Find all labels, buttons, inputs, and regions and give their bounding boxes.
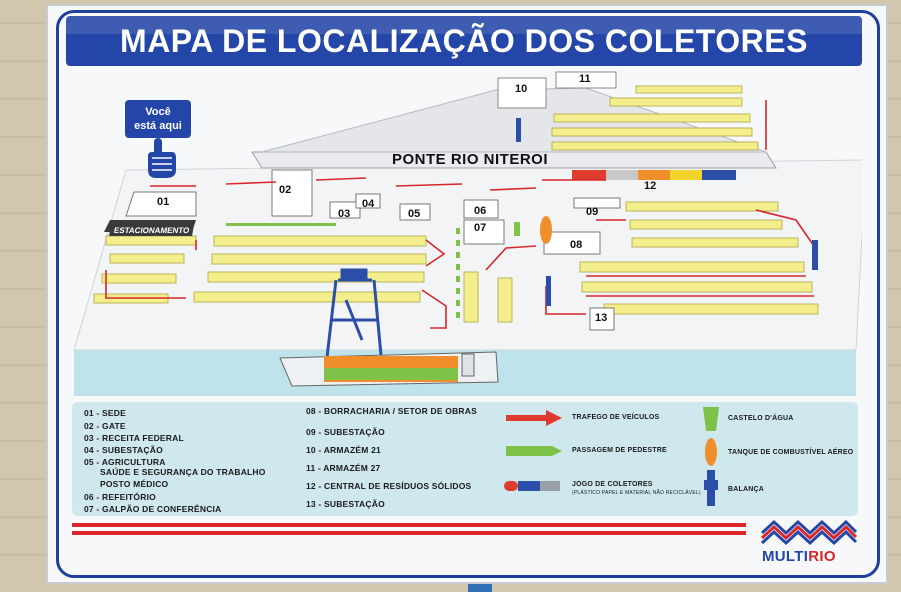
building-number-01: 01 [157,196,170,208]
legend-item: SAÚDE E SEGURANÇA DO TRABALHO [100,467,266,477]
sign-frame [56,10,880,578]
red-arrow-icon [506,410,562,426]
ship-crane [324,268,384,367]
legend-item: 09 - SUBESTAÇÃO [306,427,385,437]
legend-symbol-sublabel: (PLÁSTICO PAPEL E MATERIAL NÃO RECICLÁVE… [572,490,701,496]
container-row [193,291,421,303]
container-row [635,85,743,94]
brand-suffix: RIO [808,548,836,565]
container-row [109,253,185,264]
building-06 [463,199,499,219]
building-number-11: 11 [579,73,591,85]
pedestrian-crossing [226,223,460,318]
legend-item: 02 - GATE [84,421,126,431]
traffic-routes [105,100,815,329]
building-number-03: 03 [338,208,351,220]
building-number-06: 06 [474,205,487,217]
legend-symbol-label: PASSAGEM DE PEDESTRE [572,447,667,454]
container-row [603,303,819,315]
container-column [463,271,479,323]
legend-item: 11 - ARMAZÉM 27 [306,463,381,473]
legend-item: POSTO MÉDICO [100,479,169,489]
container-row [631,237,799,248]
container-row [551,127,753,137]
legend-symbol-label: BALANÇA [728,486,765,493]
container-row [213,235,427,247]
scale [546,276,551,306]
building-05 [399,203,431,221]
container-row [553,113,751,123]
scale [516,118,521,142]
brand-name: MULTIRIO [762,548,836,565]
fuel-tank [540,216,552,244]
building-number-13: 13 [595,312,608,324]
terminal-map [73,71,862,396]
container-column [497,277,513,323]
multirio-logo-icon [760,519,858,546]
building-09 [573,197,621,209]
building-12 [572,170,736,180]
building-number-12: 12 [644,180,657,192]
legend-symbol-label: TANQUE DE COMBUSTÍVEL AÉREO [728,449,854,456]
pointing-hand-icon [148,138,176,178]
container-ship [279,351,499,387]
building-01 [125,191,197,217]
collector-bins-icon [504,481,560,491]
container-row [579,261,805,273]
container-row [105,235,197,246]
legend-symbol-label: JOGO DE COLETORES [572,481,653,488]
building-03 [329,201,361,219]
container-row [625,201,779,212]
legend-item: 06 - REFEITÓRIO [84,492,156,502]
parking-label: ESTACIONAMENTO [109,225,195,236]
legend-item: 01 - SEDE [84,408,126,418]
green-arrow-icon [506,446,562,456]
legend-item: 08 - BORRACHARIA / SETOR DE OBRAS [306,406,477,416]
legend-item: 10 - ARMAZÉM 21 [306,445,381,455]
building-number-10: 10 [515,83,528,95]
container-row [609,97,743,107]
building-02 [271,169,313,217]
building-13 [589,307,615,331]
page-title: MAPA DE LOCALIZAÇÃO DOS COLETORES [66,16,862,66]
building-number-07: 07 [474,222,487,234]
scale-icon [704,470,718,506]
container-row [551,141,759,151]
fuel-tank-icon [705,438,717,466]
legend-item: 07 - GALPÃO DE CONFERÊNCIA [84,504,222,514]
legend-item: 04 - SUBESTAÇÃO [84,445,163,455]
building-11 [555,71,617,89]
brand-prefix: MULTI [762,548,809,565]
water-tower [514,222,520,236]
legend-item: 12 - CENTRAL DE RESÍDUOS SÓLIDOS [306,481,472,491]
container-row [207,271,425,283]
container-row [211,253,427,265]
container-row [629,219,783,230]
legend-symbol-label: TRAFEGO DE VEÍCULOS [572,414,660,421]
building-number-09: 09 [586,206,599,218]
building-number-08: 08 [570,239,583,251]
legend-panel [72,402,858,516]
building-number-02: 02 [279,184,292,196]
building-number-05: 05 [408,208,421,220]
bridge-label: PONTE RIO NITEROI [392,151,549,168]
building-04 [355,193,381,209]
you-are-here-line2: está aqui [134,120,182,132]
water-tower-icon [703,407,719,431]
container-row [101,273,177,284]
container-row [581,281,813,293]
legend-item: 03 - RECEITA FEDERAL [84,433,184,443]
legend-symbol-label: CASTELO D'ÁGUA [728,415,794,422]
you-are-here-line1: Você [145,106,171,118]
footer-stripes [72,523,746,535]
scale [812,240,818,270]
legend-item: 05 - AGRICULTURA [84,457,166,467]
legend-item: 13 - SUBESTAÇÃO [306,499,385,509]
building-number-04: 04 [362,198,375,210]
building-07 [463,219,505,245]
building-10 [497,77,547,109]
you-are-here-badge: Você está aqui [125,100,191,138]
